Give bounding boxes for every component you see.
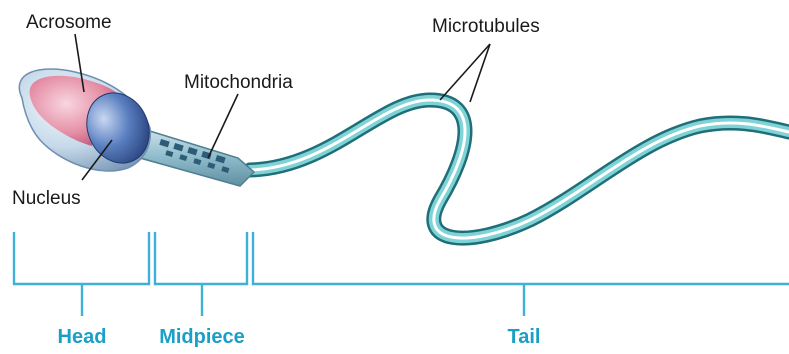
mitochondria-leader [208,94,238,158]
segment-label-tail: Tail [508,326,541,348]
head-shape [19,69,160,173]
head-bracket [14,232,149,284]
tail-bracket [253,232,789,284]
segment-label-head: Head [58,326,107,348]
tail-flagellum [250,100,789,238]
microtubules-label: Microtubules [432,16,540,37]
midpiece-shape [140,128,254,186]
segment-brackets [14,232,789,316]
microtubules-leader-left [440,44,490,100]
mitochondria-label: Mitochondria [184,72,293,93]
acrosome-label: Acrosome [26,12,112,33]
microtubules-leader-right [470,44,490,102]
nucleus-label: Nucleus [12,188,81,209]
segment-label-midpiece: Midpiece [159,326,245,348]
midpiece-bracket [155,232,247,284]
